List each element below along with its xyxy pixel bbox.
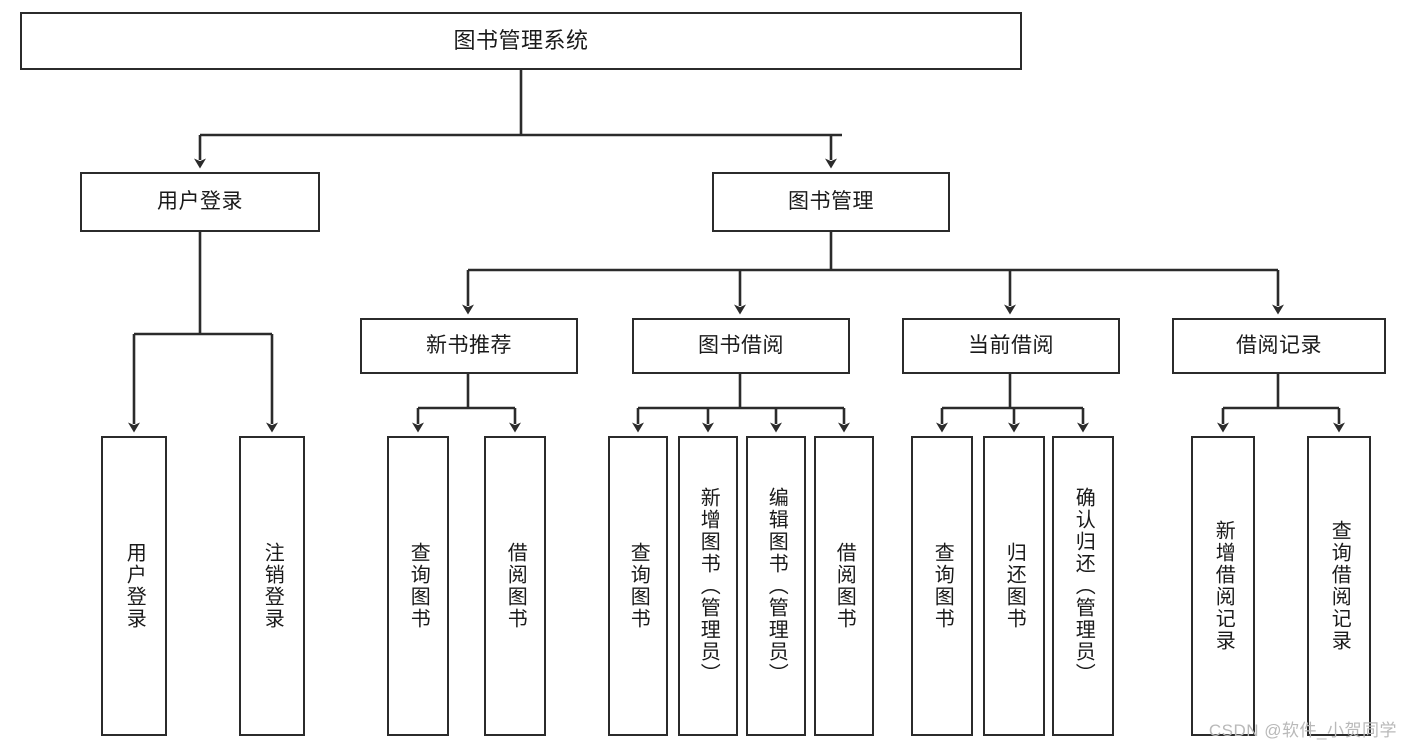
node-current-borrow[interactable]: 当前借阅 <box>902 318 1120 374</box>
node-label: 查询图书 <box>931 542 954 630</box>
node-leaf-add-record[interactable]: 新增借阅记录 <box>1191 436 1255 736</box>
node-leaf-query-book-2[interactable]: 查询图书 <box>608 436 668 736</box>
node-label: 用户登录 <box>123 542 146 630</box>
node-leaf-borrow-book-1[interactable]: 借阅图书 <box>484 436 546 736</box>
node-label: 新增借阅记录 <box>1212 520 1235 652</box>
node-book-borrow[interactable]: 图书借阅 <box>632 318 850 374</box>
node-label: 查询图书 <box>627 542 650 630</box>
node-label: 用户登录 <box>157 189 243 213</box>
node-leaf-return-book[interactable]: 归还图书 <box>983 436 1045 736</box>
node-label: 查询借阅记录 <box>1328 520 1351 652</box>
node-leaf-logout[interactable]: 注销登录 <box>239 436 305 736</box>
node-label: 借阅图书 <box>504 542 527 630</box>
node-leaf-user-login[interactable]: 用户登录 <box>101 436 167 736</box>
node-label: 查询图书 <box>407 542 430 630</box>
node-leaf-edit-book[interactable]: 编辑图书（管理员） <box>746 436 806 736</box>
node-leaf-borrow-book-2[interactable]: 借阅图书 <box>814 436 874 736</box>
node-new-book-recommend[interactable]: 新书推荐 <box>360 318 578 374</box>
node-leaf-query-book-1[interactable]: 查询图书 <box>387 436 449 736</box>
node-root-book-management-system[interactable]: 图书管理系统 <box>20 12 1022 70</box>
node-label: 编辑图书（管理员） <box>765 487 788 685</box>
node-label: 注销登录 <box>261 542 284 630</box>
node-label: 新书推荐 <box>426 333 512 357</box>
node-label: 新增图书（管理员） <box>697 487 720 685</box>
node-leaf-query-book-3[interactable]: 查询图书 <box>911 436 973 736</box>
node-label: 归还图书 <box>1003 542 1026 630</box>
node-leaf-query-record[interactable]: 查询借阅记录 <box>1307 436 1371 736</box>
node-label: 当前借阅 <box>968 333 1054 357</box>
node-user-login[interactable]: 用户登录 <box>80 172 320 232</box>
node-leaf-confirm-return[interactable]: 确认归还（管理员） <box>1052 436 1114 736</box>
node-label: 确认归还（管理员） <box>1072 487 1095 685</box>
node-borrow-record[interactable]: 借阅记录 <box>1172 318 1386 374</box>
node-label: 图书管理系统 <box>453 28 589 54</box>
node-label: 借阅记录 <box>1236 333 1322 357</box>
node-label: 图书借阅 <box>698 333 784 357</box>
node-label: 借阅图书 <box>833 542 856 630</box>
node-book-management[interactable]: 图书管理 <box>712 172 950 232</box>
node-label: 图书管理 <box>788 189 874 213</box>
node-leaf-add-book[interactable]: 新增图书（管理员） <box>678 436 738 736</box>
